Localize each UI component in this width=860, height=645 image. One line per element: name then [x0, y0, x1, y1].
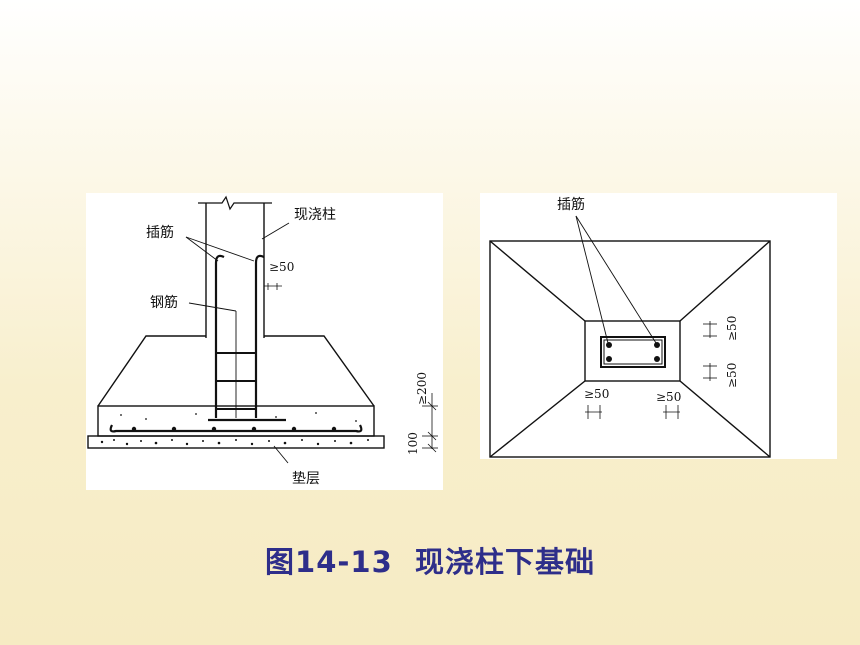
- rebar-label: 钢筋: [150, 294, 178, 311]
- cushion-dimension: 100: [406, 432, 420, 455]
- dowel-label: 插筋: [146, 224, 174, 241]
- bottom-right-dimension: ≥50: [656, 390, 681, 404]
- column-label: 现浇柱: [294, 207, 336, 223]
- cushion-label: 垫层: [292, 471, 320, 487]
- plan-view-diagram: 插筋 ≥50 ≥50 ≥50 ≥50: [480, 193, 837, 459]
- figure-caption: 图14-13 现浇柱下基础: [265, 545, 595, 579]
- cover-dimension: ≥50: [269, 260, 294, 274]
- section-view-diagram: 插筋 现浇柱 钢筋 垫层 ≥50 ≥200 100: [86, 193, 443, 490]
- height-dimension: ≥200: [415, 372, 429, 405]
- right-top-dimension: ≥50: [725, 316, 739, 341]
- dowel-label-plan: 插筋: [557, 196, 585, 213]
- right-bottom-dimension: ≥50: [725, 363, 739, 388]
- bottom-left-dimension: ≥50: [584, 387, 609, 401]
